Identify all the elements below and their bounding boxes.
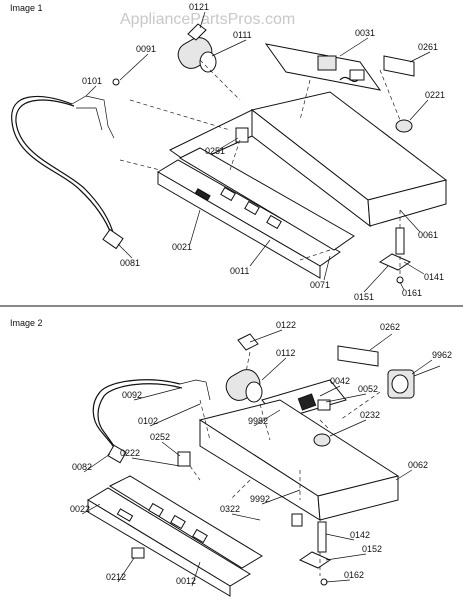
callout-0251: 0251	[205, 146, 225, 156]
section-title-image-2: Image 2	[10, 318, 43, 328]
callout-0111: 0111	[233, 30, 252, 40]
callout-0152: 0152	[362, 544, 382, 554]
image-1-diagram	[11, 23, 448, 284]
callout-0262: 0262	[380, 322, 400, 332]
watermark-text: AppliancePartsPros.com	[120, 11, 295, 28]
hardware-0141-0151-0161	[378, 227, 412, 284]
callout-0122: 0122	[276, 320, 296, 330]
callout-0031: 0031	[355, 28, 375, 38]
sensor-0221	[395, 119, 413, 133]
power-cord	[11, 78, 124, 250]
hardware-0142-0152-0162	[291, 513, 332, 586]
bracket-0251	[235, 127, 249, 143]
motor-9962	[387, 365, 441, 399]
sensor-0232	[313, 433, 331, 447]
section-title-image-1: Image 1	[10, 3, 43, 13]
callouts-image-2: 0122 0262 0112 9962 0042 0092 0052 0102 …	[70, 320, 452, 586]
image-2-diagram	[87, 333, 441, 597]
callout-0221: 0221	[425, 90, 445, 100]
callout-0162: 0162	[344, 570, 364, 580]
front-panel-0022	[87, 487, 251, 597]
callout-9962: 9962	[432, 350, 452, 360]
bracket-0252	[177, 451, 191, 467]
callout-0082: 0082	[72, 462, 92, 472]
callout-0141: 0141	[424, 272, 444, 282]
callout-0232: 0232	[360, 410, 380, 420]
callout-0021: 0021	[172, 242, 192, 252]
front-panel-0021	[157, 159, 341, 279]
housing-0061	[169, 91, 448, 228]
callout-0261: 0261	[418, 42, 438, 52]
callout-0121: 0121	[189, 2, 209, 12]
leader-lines	[81, 11, 433, 587]
callout-0101: 0101	[82, 76, 102, 86]
callout-9992: 9992	[250, 494, 270, 504]
callout-0012: 0012	[176, 576, 196, 586]
callout-0091: 0091	[136, 44, 156, 54]
callout-0222: 0222	[120, 448, 140, 458]
callouts-image-1: 0121 0111 0031 0261 0091 0101 0221 0251 …	[82, 2, 445, 302]
trim-0012	[108, 475, 263, 569]
callout-0322: 0322	[220, 504, 240, 514]
callout-0142: 0142	[350, 530, 370, 540]
callout-0071: 0071	[310, 280, 330, 290]
callout-0151: 0151	[354, 292, 374, 302]
callout-0061: 0061	[418, 230, 438, 240]
capacitor-0112	[225, 333, 263, 403]
callout-0022: 0022	[70, 504, 90, 514]
label-0261	[383, 55, 415, 77]
callout-9982: 9982	[248, 416, 268, 426]
callout-0212: 0212	[106, 572, 126, 582]
callout-0011: 0011	[230, 266, 249, 276]
callout-0092: 0092	[122, 390, 142, 400]
trim-0012-buttons	[148, 502, 208, 544]
callout-0161: 0161	[402, 288, 422, 298]
capacitor-0111	[177, 23, 217, 73]
callout-0081: 0081	[120, 258, 140, 268]
housing-0062	[198, 399, 400, 521]
callout-0052: 0052	[358, 384, 378, 394]
trim-0011	[178, 147, 355, 251]
knob-0212	[131, 547, 145, 559]
power-cord-2	[92, 379, 211, 464]
callout-0062: 0062	[408, 460, 428, 470]
control-board-0031	[264, 43, 382, 91]
label-0262	[337, 345, 379, 367]
callout-0042: 0042	[330, 376, 350, 386]
callout-0102: 0102	[138, 416, 158, 426]
callout-0252: 0252	[150, 432, 170, 442]
callout-0112: 0112	[276, 348, 295, 358]
